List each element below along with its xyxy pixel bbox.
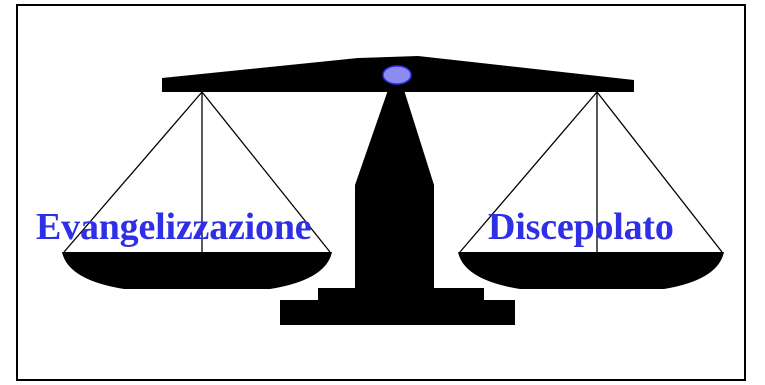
scale-base [280,300,515,325]
right-pan-label: Discepolato [488,206,674,248]
pivot-oval [382,65,412,85]
scale-column [355,90,434,292]
left-pan [62,252,332,289]
left-pan-label: Evangelizzazione [36,206,311,248]
left-chains [63,91,331,253]
right-chains [459,91,723,253]
right-pan [458,252,724,289]
